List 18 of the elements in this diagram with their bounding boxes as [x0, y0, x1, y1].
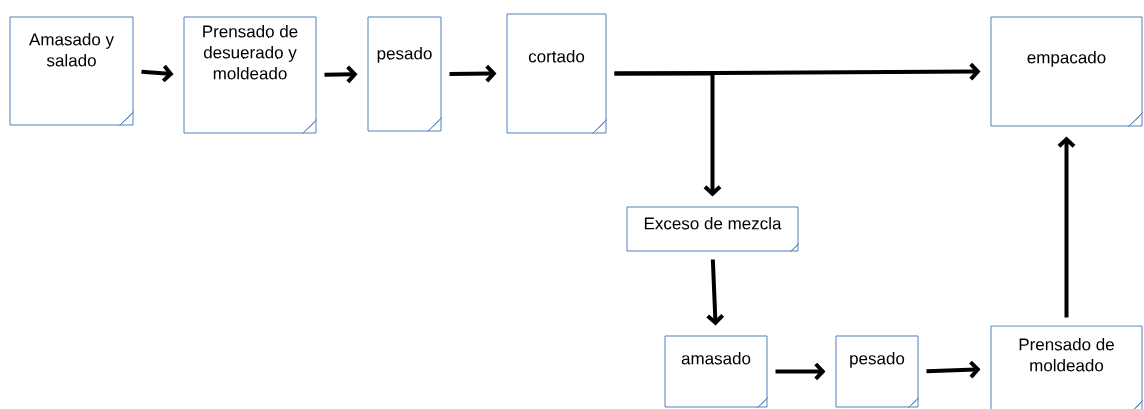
process-box: Exceso de mezcla — [626, 206, 799, 252]
process-box: Prensado de desuerado y moldeado — [183, 16, 317, 134]
arrow — [706, 259, 725, 326]
process-box: empacado — [990, 16, 1143, 127]
process-box: Prensado de moldeado — [990, 325, 1143, 409]
arrow — [449, 64, 497, 83]
arrow — [775, 362, 826, 381]
process-box: Amasado y salado — [9, 16, 134, 126]
arrow — [614, 71, 722, 197]
arrow — [324, 65, 358, 84]
process-box: pesado — [835, 335, 919, 408]
arrow — [141, 64, 174, 83]
arrow — [614, 62, 981, 81]
arrow — [926, 360, 981, 379]
process-box: pesado — [367, 16, 442, 132]
arrow — [1057, 136, 1076, 318]
process-box: cortado — [506, 13, 607, 134]
process-box: amasado — [664, 335, 768, 408]
